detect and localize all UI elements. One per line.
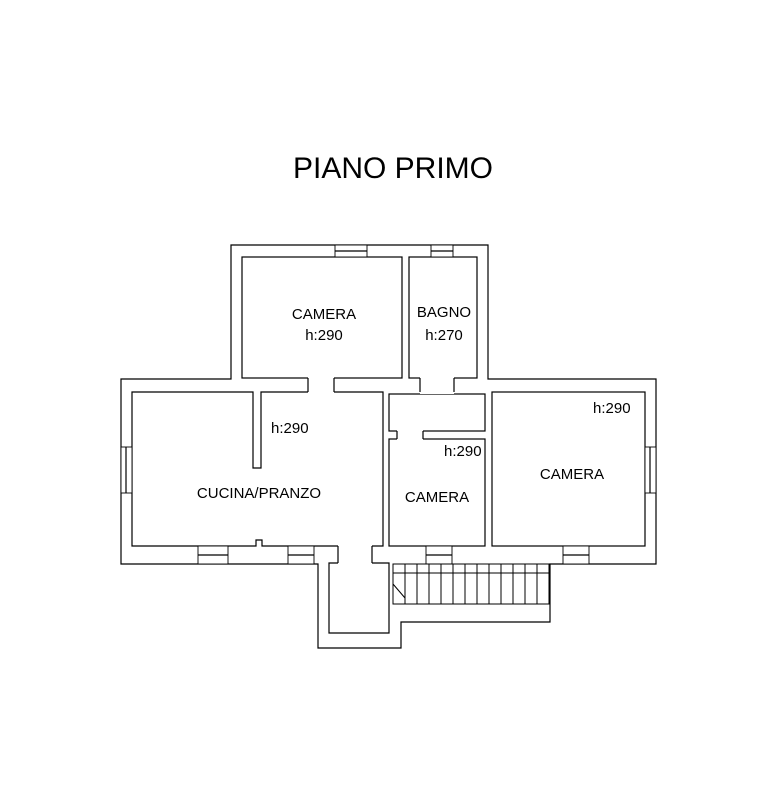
room-cucina-height: h:290 [271, 420, 309, 437]
door-camera-small [397, 429, 423, 441]
room-cucina-outline [131, 391, 384, 547]
room-camera-right-height: h:290 [593, 400, 631, 417]
room-camera-small-height: h:290 [444, 443, 482, 460]
door-camera-top [308, 376, 334, 394]
room-camera-top-name: CAMERA [292, 306, 356, 323]
stairwell-outline [328, 562, 390, 634]
staircase [392, 563, 550, 605]
windows [120, 244, 657, 565]
plan-title: PIANO PRIMO [293, 152, 493, 185]
room-cucina-name: CUCINA/PRANZO [197, 485, 321, 502]
door-stairs [338, 544, 372, 565]
room-camera-right-name: CAMERA [540, 466, 604, 483]
room-camera-small-name: CAMERA [405, 489, 469, 506]
corridor-outline [388, 393, 486, 432]
room-bagno-height: h:270 [425, 327, 463, 344]
room-camera-top-height: h:290 [305, 327, 343, 344]
door-bagno [420, 376, 454, 394]
outer-wall [120, 244, 657, 649]
room-bagno-name: BAGNO [417, 304, 471, 321]
